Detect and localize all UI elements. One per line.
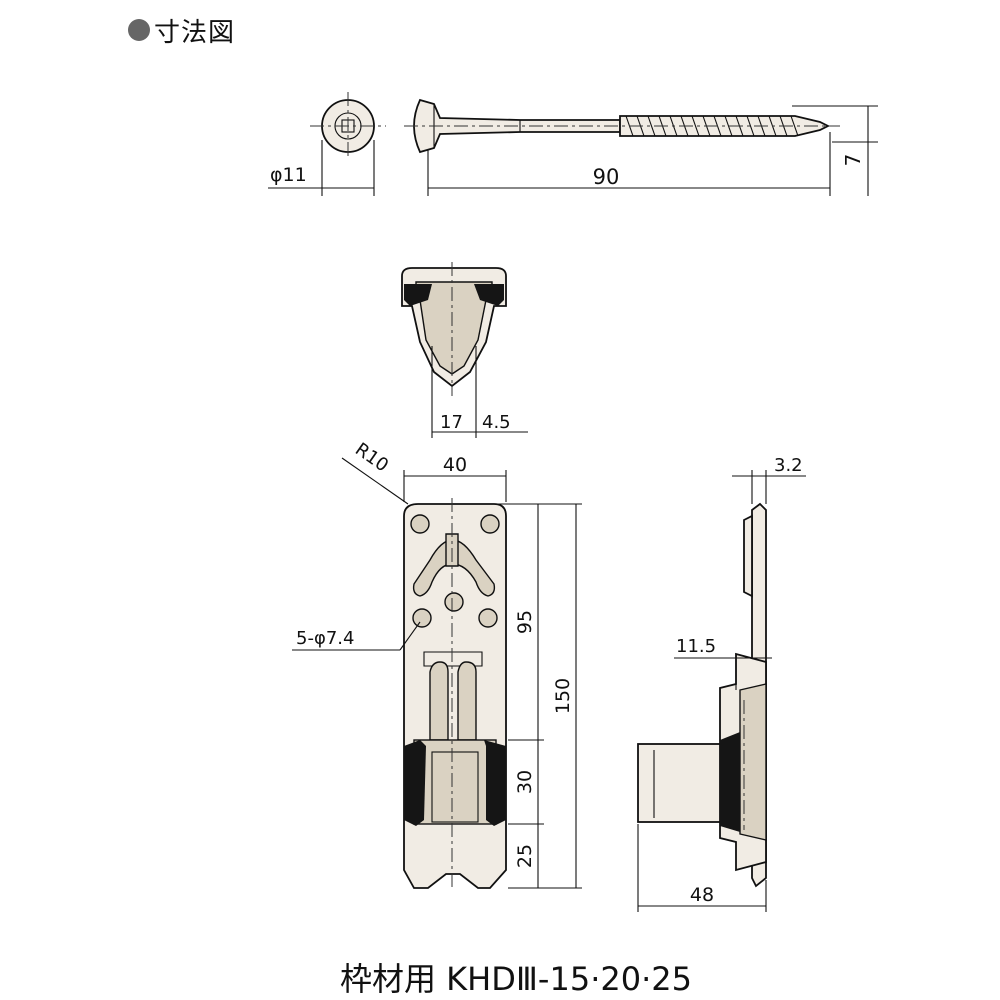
dim-screw-tip: 7 [841, 154, 865, 167]
front-view: 40 R10 5-φ7.4 95 150 30 25 [292, 439, 582, 890]
leader-line [341, 457, 409, 505]
keyhole-slot [412, 539, 496, 597]
side-socket-rubber [720, 732, 740, 832]
thread-line [746, 115, 755, 137]
mounting-hole [478, 608, 498, 628]
plate-slot-top [423, 651, 483, 667]
thread-line [724, 115, 733, 137]
dim-socket-height: 30 [514, 770, 536, 794]
slot-left [429, 661, 449, 741]
dim-corner-radius: R10 [351, 439, 392, 477]
dim-section-width: 17 [440, 412, 463, 433]
mounting-hole [480, 514, 500, 534]
bullet-icon [128, 19, 150, 41]
rubber-seal-right [474, 284, 504, 306]
rubber-seal-left [404, 284, 432, 306]
cross-section-view: 17 4.5 [401, 262, 528, 438]
screw-head-view: φ11 [268, 92, 386, 196]
dim-plate-height: 150 [552, 678, 574, 714]
dim-plate-width: 40 [443, 454, 467, 476]
dim-bottom-height: 25 [514, 844, 536, 868]
dim-section-offset: 4.5 [482, 412, 511, 433]
thread-line [647, 115, 656, 137]
screw-side-view: 90 7 [404, 98, 878, 196]
product-caption: 枠材用 KHDⅢ-15·20·25 [340, 960, 692, 998]
dim-plate-thickness: 3.2 [774, 455, 803, 476]
section-header: 寸法図 [128, 10, 235, 50]
socket-rubber-left [404, 740, 426, 826]
mounting-hole [410, 514, 430, 534]
dim-side-offset: 11.5 [676, 636, 716, 657]
dim-holes: 5-φ7.4 [296, 628, 354, 649]
thread-line [691, 115, 700, 137]
thread-line [790, 115, 799, 137]
socket-rubber-right [484, 740, 506, 826]
side-tab [743, 514, 753, 598]
side-view: 3.2 11.5 48 [637, 455, 806, 912]
mounting-holes [410, 514, 500, 628]
dim-slot-length: 95 [514, 610, 536, 634]
leader-line [399, 621, 421, 651]
dim-screw-head-diameter: φ11 [270, 164, 307, 186]
socket-inner [431, 751, 479, 823]
dim-screw-length: 90 [593, 165, 620, 189]
mounting-hole [412, 608, 432, 628]
side-socket [637, 743, 721, 823]
section-title: 寸法図 [154, 17, 236, 48]
mounting-hole [444, 592, 464, 612]
dim-side-depth: 48 [690, 884, 714, 906]
slot-right [457, 661, 477, 741]
socket-body [413, 739, 497, 825]
